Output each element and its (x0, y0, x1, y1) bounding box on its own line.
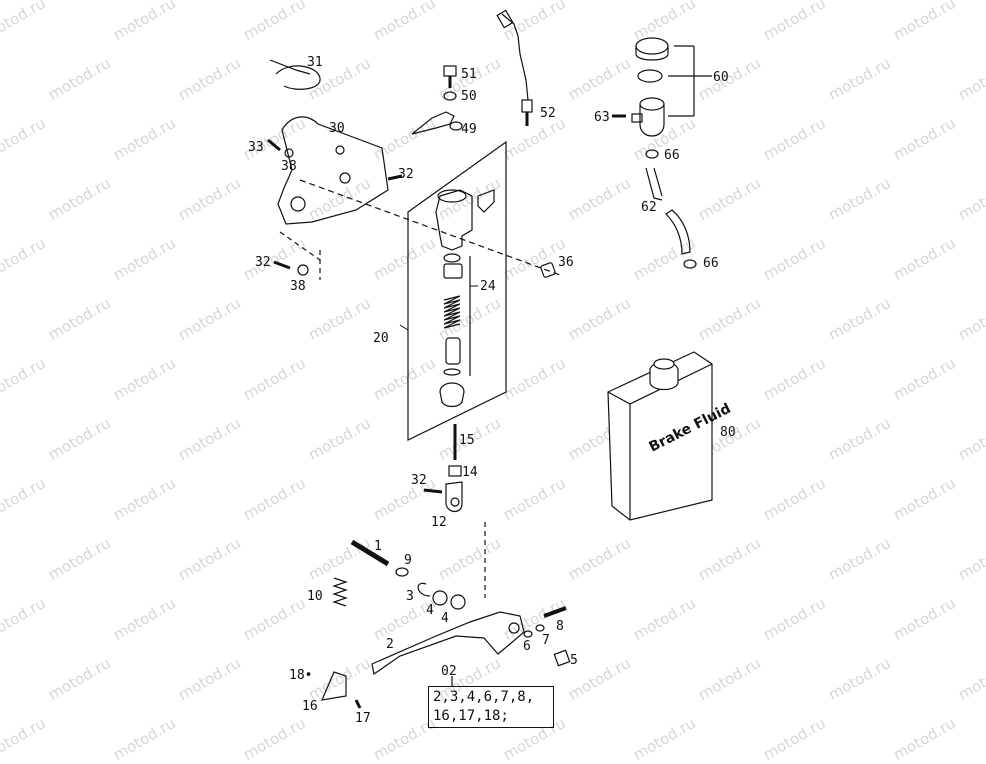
screw-17 (354, 699, 362, 709)
callout-66b: 66 (703, 256, 719, 271)
pivot-bolt-1 (350, 539, 390, 567)
kit-line-2: 16,17,18; (433, 708, 509, 724)
banjo-fitting (411, 111, 455, 135)
bolt-32c (423, 488, 443, 494)
circlip-3 (417, 582, 431, 597)
cup-seal (443, 263, 463, 279)
callout-63: 63 (594, 110, 610, 125)
spring (443, 295, 461, 329)
bearing-4b (450, 594, 466, 610)
washer-38b (297, 264, 309, 276)
bolt-32b (273, 260, 291, 270)
hose-clamp-66b (683, 259, 697, 269)
bolt-32a (387, 174, 403, 181)
bolt-8 (543, 606, 567, 618)
switch-cable (501, 13, 529, 101)
reservoir-body (639, 104, 665, 137)
bushing-36 (540, 262, 556, 278)
callout-52: 52 (540, 106, 556, 121)
cable-tie (275, 65, 321, 90)
callout-24: 24 (480, 279, 496, 294)
washer-6 (523, 630, 533, 638)
cylinder-kit-outline (407, 140, 507, 441)
callout-18: 18• (289, 668, 312, 683)
callout-7: 7 (542, 633, 550, 648)
callout-8: 8 (556, 619, 564, 634)
clevis-12 (445, 481, 463, 513)
callout-20: 20 (373, 331, 389, 346)
callout-16: 16 (302, 699, 318, 714)
callout-51: 51 (461, 67, 477, 82)
callout-66a: 66 (664, 148, 680, 163)
spring-10 (332, 577, 348, 607)
callout-50: 50 (461, 89, 477, 104)
bracket (277, 116, 389, 225)
circlip (443, 368, 461, 376)
nut-5 (553, 649, 571, 667)
bracket-16 (321, 671, 347, 701)
kit-line-1: 2,3,4,6,7,8, (433, 689, 535, 705)
nut-14 (448, 465, 462, 477)
washer-7 (535, 624, 545, 632)
washer-50 (443, 91, 457, 101)
master-cylinder (435, 189, 473, 251)
bolt-33 (267, 138, 281, 152)
banjo-bolt-51 (443, 65, 457, 77)
brake-fluid-can (607, 351, 713, 521)
callout-32c: 32 (411, 473, 427, 488)
callout-33: 33 (248, 140, 264, 155)
callout-36: 36 (558, 255, 574, 270)
callout-2: 2 (386, 637, 394, 652)
callout-5: 5 (570, 653, 578, 668)
callout-32b: 32 (255, 255, 271, 270)
callout-60: 60 (713, 70, 729, 85)
washer-49 (449, 121, 463, 131)
bearing-4a (432, 590, 448, 606)
elbow-fitting (477, 189, 495, 213)
callout-80: 80 (720, 425, 736, 440)
callout-9: 9 (404, 553, 412, 568)
callout-14: 14 (462, 465, 478, 480)
hose-62 (645, 167, 663, 201)
o-ring (443, 253, 461, 263)
kit-contents-box: 2,3,4,6,7,8, 16,17,18; (428, 686, 554, 728)
diagram-drawing: Brake Fluid 31 30 33 38 32 32 38 51 50 4… (248, 9, 736, 726)
boot (439, 382, 465, 408)
alignment-line (299, 179, 561, 276)
callout-31: 31 (307, 55, 323, 70)
callout-3: 3 (406, 589, 414, 604)
callout-4b: 4 (441, 611, 449, 626)
callout-02: 02 (441, 664, 457, 679)
callout-62: 62 (641, 200, 657, 215)
brake-pedal (371, 611, 525, 676)
callout-4a: 4 (426, 603, 434, 618)
callout-49: 49 (461, 122, 477, 137)
callout-6: 6 (523, 639, 531, 654)
callout-30: 30 (329, 121, 345, 136)
callout-32a: 32 (398, 167, 414, 182)
washer-38a (284, 148, 294, 158)
hose-clamp-66a (645, 149, 659, 159)
callout-1: 1 (374, 539, 382, 554)
callout-12: 12 (431, 515, 447, 530)
callout-17: 17 (355, 711, 371, 726)
callout-15: 15 (459, 433, 475, 448)
callout-10: 10 (307, 589, 323, 604)
reservoir-seal (637, 69, 663, 83)
washer-9 (395, 567, 409, 577)
callout-38a: 38 (281, 159, 297, 174)
reservoir-cap (635, 37, 669, 55)
callout-38b: 38 (290, 279, 306, 294)
piston (445, 337, 461, 365)
